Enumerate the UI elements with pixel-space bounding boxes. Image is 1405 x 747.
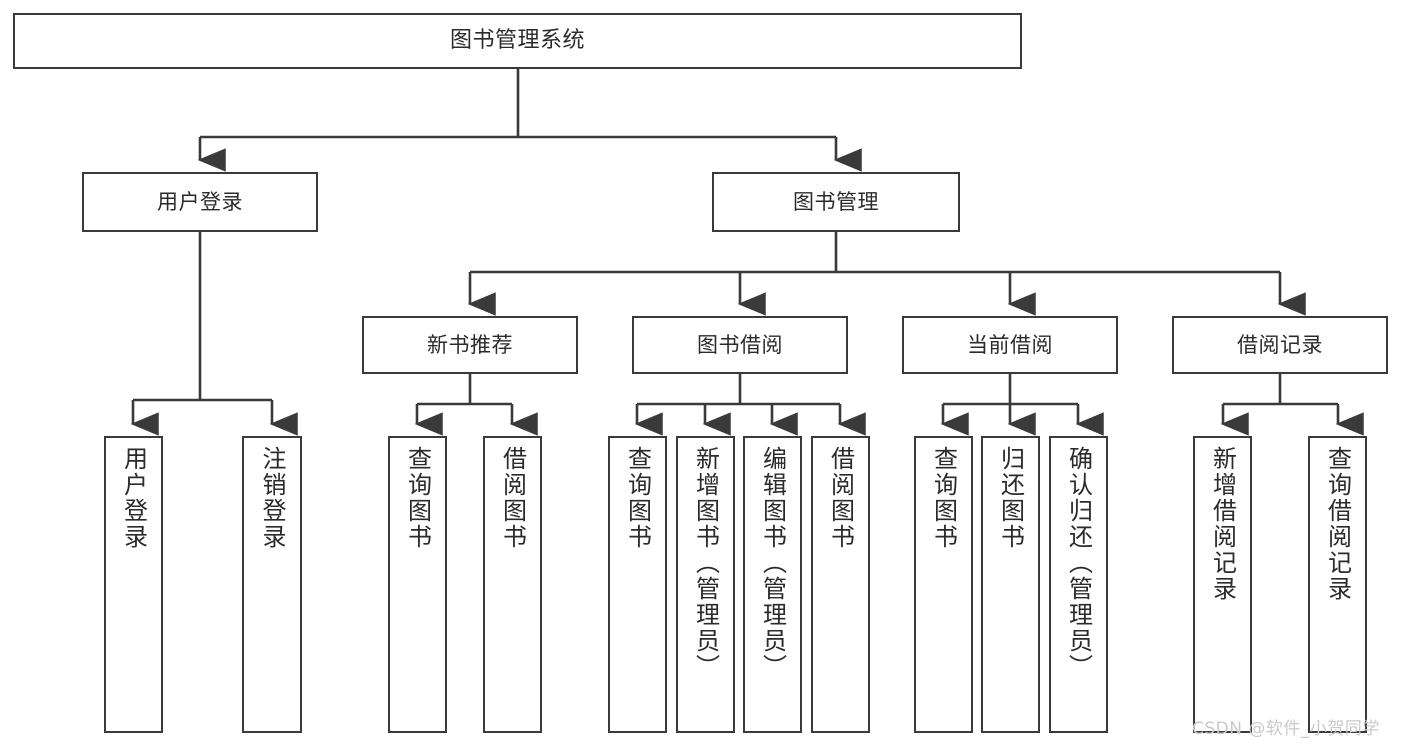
- leaf-current-return-book[interactable]: 归还图书: [981, 436, 1040, 733]
- node-label: 查询图书: [623, 446, 652, 550]
- node-label: 注销登录: [258, 446, 286, 550]
- node-label: 查询图书: [929, 446, 958, 550]
- node-label: 当前借阅: [967, 332, 1053, 357]
- leaf-borrow-borrow-book[interactable]: 借阅图书: [811, 436, 870, 733]
- leaf-user-login-login[interactable]: 用户登录: [104, 436, 163, 733]
- node-label: 用户登录: [157, 189, 243, 214]
- leaf-records-query-record[interactable]: 查询借阅记录: [1308, 436, 1367, 733]
- leaf-user-login-logout[interactable]: 注销登录: [242, 436, 302, 733]
- leaf-recommend-query-book[interactable]: 查询图书: [388, 436, 447, 733]
- node-label: 查询图书: [403, 446, 432, 550]
- node-label: 新增图书（管理员）: [691, 446, 720, 680]
- node-label: 图书管理系统: [449, 28, 585, 54]
- node-book-borrow[interactable]: 图书借阅: [632, 316, 848, 374]
- node-label: 用户登录: [119, 446, 148, 550]
- node-label: 借阅图书: [826, 446, 855, 550]
- leaf-borrow-edit-book-admin[interactable]: 编辑图书（管理员）: [743, 436, 802, 733]
- node-label: 编辑图书（管理员）: [758, 446, 787, 680]
- node-label: 新增借阅记录: [1208, 446, 1237, 602]
- leaf-current-query-book[interactable]: 查询图书: [914, 436, 973, 733]
- leaf-recommend-borrow-book[interactable]: 借阅图书: [483, 436, 542, 733]
- node-label: 查询借阅记录: [1323, 446, 1352, 602]
- node-book-management[interactable]: 图书管理: [712, 172, 960, 232]
- node-label: 借阅图书: [498, 446, 527, 550]
- node-current-borrow[interactable]: 当前借阅: [902, 316, 1118, 374]
- node-borrow-records[interactable]: 借阅记录: [1172, 316, 1388, 374]
- leaf-borrow-add-book-admin[interactable]: 新增图书（管理员）: [676, 436, 735, 733]
- leaf-records-add-record[interactable]: 新增借阅记录: [1193, 436, 1252, 733]
- node-label: 借阅记录: [1237, 332, 1323, 357]
- watermark-text: CSDN @软件_小贺同学: [1192, 719, 1380, 739]
- node-label: 确认归还（管理员）: [1064, 446, 1093, 680]
- leaf-borrow-query-book[interactable]: 查询图书: [608, 436, 667, 733]
- node-label: 归还图书: [996, 446, 1025, 550]
- node-new-book-recommend[interactable]: 新书推荐: [362, 316, 578, 374]
- node-label: 图书借阅: [697, 332, 783, 357]
- node-label: 图书管理: [793, 189, 879, 214]
- node-user-login[interactable]: 用户登录: [82, 172, 318, 232]
- leaf-current-confirm-return-admin[interactable]: 确认归还（管理员）: [1049, 436, 1108, 733]
- node-root-system[interactable]: 图书管理系统: [13, 13, 1022, 69]
- node-label: 新书推荐: [427, 332, 513, 357]
